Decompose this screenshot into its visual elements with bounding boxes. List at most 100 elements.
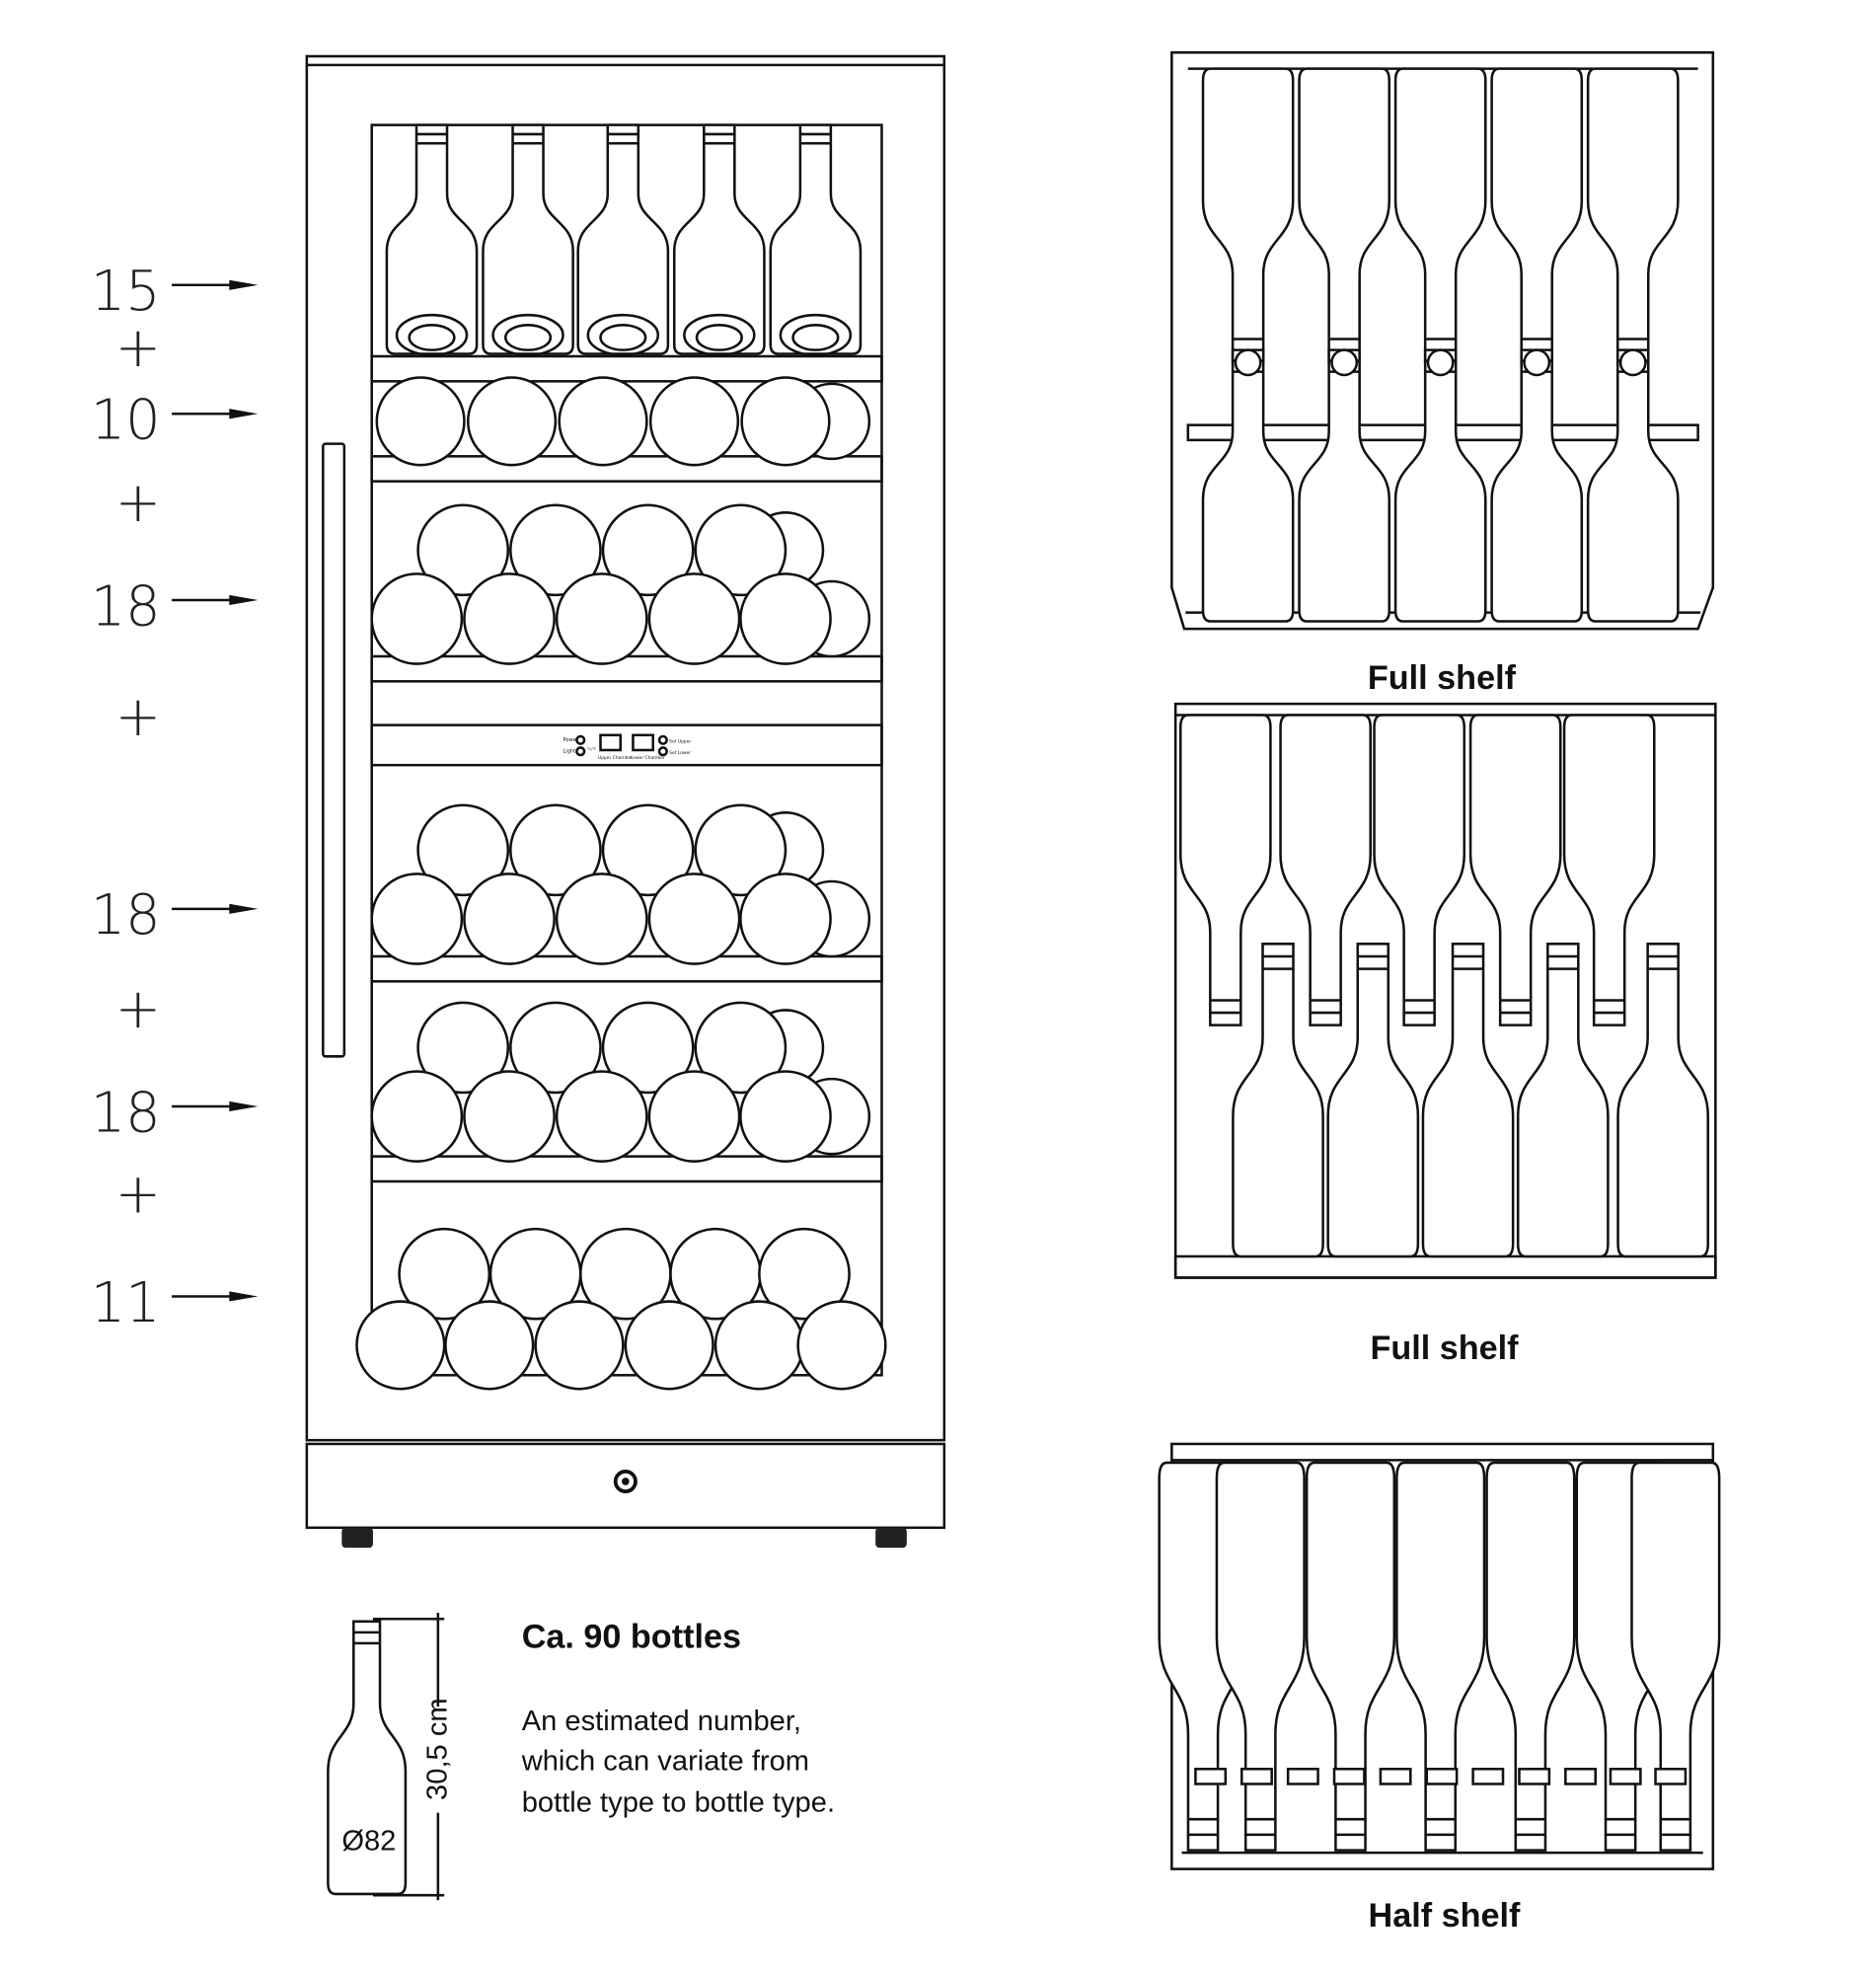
control-panel: Power Light °C/°F Upper Chamber Lower Ch… [370, 723, 883, 767]
bottle [1421, 943, 1515, 1258]
door-handle[interactable] [322, 442, 346, 1058]
foot [875, 1527, 907, 1549]
bottle-base [648, 376, 740, 467]
bottle-base [694, 503, 788, 597]
bottle-base [713, 1300, 804, 1391]
bottle [1630, 1461, 1721, 1852]
plus-sign: + [115, 685, 162, 749]
bottle [1616, 943, 1710, 1258]
note-line: which can variate from [521, 1746, 809, 1778]
bottle [1490, 348, 1584, 623]
bottle [1393, 348, 1487, 623]
shelf-view-full-2 [1173, 702, 1717, 1279]
set-lower-button[interactable] [657, 746, 668, 757]
bottle-base [463, 572, 556, 665]
plus-sign: + [115, 316, 162, 380]
capacity-labels: 15+10+18+18+18+11 [91, 260, 259, 1335]
plus-sign: + [115, 471, 162, 535]
standing-bottle [769, 123, 863, 355]
shelf-capacity-count: 18 [91, 1081, 161, 1145]
bottle-base [416, 803, 510, 897]
bottle-base [509, 1001, 602, 1095]
bottle-base [601, 803, 695, 897]
bottle [1305, 1461, 1396, 1852]
bottle [1201, 348, 1295, 623]
upper-display [599, 733, 623, 752]
bottle-base [694, 803, 788, 897]
bottle-base [416, 503, 510, 597]
note-line: An estimated number, [522, 1706, 801, 1737]
shelf-capacity-count: 18 [91, 883, 161, 948]
unit-label: °C/°F [587, 746, 597, 751]
bottle-base [740, 376, 831, 467]
bottle-base [463, 873, 556, 965]
bottle-base [534, 1300, 625, 1391]
bottle-base [375, 376, 466, 467]
bottle [1279, 714, 1373, 1026]
cabinet-outline [305, 54, 946, 1442]
standing-bottle [385, 123, 479, 355]
bottle [1393, 67, 1487, 364]
bottle-base [509, 803, 602, 897]
bottle-height: 30,5 cm [422, 1698, 454, 1800]
bottle-base [555, 873, 648, 965]
bottle-base [555, 572, 648, 665]
bottle-base [739, 873, 832, 965]
base-grille [305, 1442, 946, 1530]
light-label: Light [563, 749, 576, 755]
bottle [1215, 1461, 1306, 1852]
note-line: bottle type to bottle type. [522, 1786, 835, 1818]
set-upper-label: Set Upper [669, 738, 691, 744]
bottle-base [796, 1300, 887, 1391]
shelf-capacity-count: 11 [91, 1271, 161, 1335]
bottle-base [463, 1070, 556, 1163]
shelf-view-full-1 [1170, 50, 1715, 631]
shelf-capacity-count: 10 [91, 389, 161, 453]
set-upper-button[interactable] [657, 734, 668, 745]
bottle-base [624, 1300, 714, 1391]
bottle-base [647, 873, 741, 965]
bottle-base [466, 376, 558, 467]
bottle [1232, 943, 1324, 1258]
bottle [1586, 67, 1680, 364]
bottle-base [370, 1070, 464, 1163]
bottle-base [601, 503, 695, 597]
power-button[interactable] [575, 734, 586, 745]
lower-display [632, 733, 654, 752]
shelf [370, 354, 883, 383]
bottle-base [739, 572, 832, 665]
bottle [1562, 714, 1656, 1026]
set-lower-label: Set Lower [669, 750, 691, 756]
bottle [1468, 714, 1562, 1026]
bottle-base [694, 1001, 788, 1095]
bottle-base [509, 503, 602, 597]
bottle-base [558, 376, 648, 467]
standing-bottle [672, 123, 766, 355]
bottle [1395, 1461, 1486, 1852]
light-button[interactable] [575, 746, 586, 757]
bottle [1298, 348, 1391, 623]
upper-chamber-label: Upper Chamber [598, 755, 633, 761]
bottle [1178, 714, 1272, 1026]
bottle-base [647, 1070, 741, 1163]
bottle-base [647, 572, 741, 665]
bottle [1201, 67, 1295, 364]
bottle-base [758, 1227, 851, 1321]
bottle-base [601, 1001, 695, 1095]
bottle-base [355, 1300, 446, 1391]
plus-sign: + [115, 977, 162, 1041]
bottle [1516, 943, 1610, 1258]
shelf-view-label: Half shelf [1369, 1897, 1521, 1935]
lower-chamber-label: Lower Chamber [631, 755, 665, 761]
shelf-capacity-count: 15 [91, 260, 161, 324]
lock-icon[interactable] [613, 1469, 638, 1493]
bottle-base [416, 1001, 510, 1095]
shelf-capacity-count: 18 [91, 574, 161, 639]
shelf-view-label: Full shelf [1368, 659, 1517, 697]
wine-cooler-front-view: Power Light °C/°F Upper Chamber Lower Ch… [305, 54, 946, 1549]
standing-bottle [576, 123, 670, 355]
bottle-spec: 30,5 cm Ø82 [327, 1612, 454, 1901]
bottle-base [739, 1070, 832, 1163]
bottle [1586, 348, 1680, 623]
